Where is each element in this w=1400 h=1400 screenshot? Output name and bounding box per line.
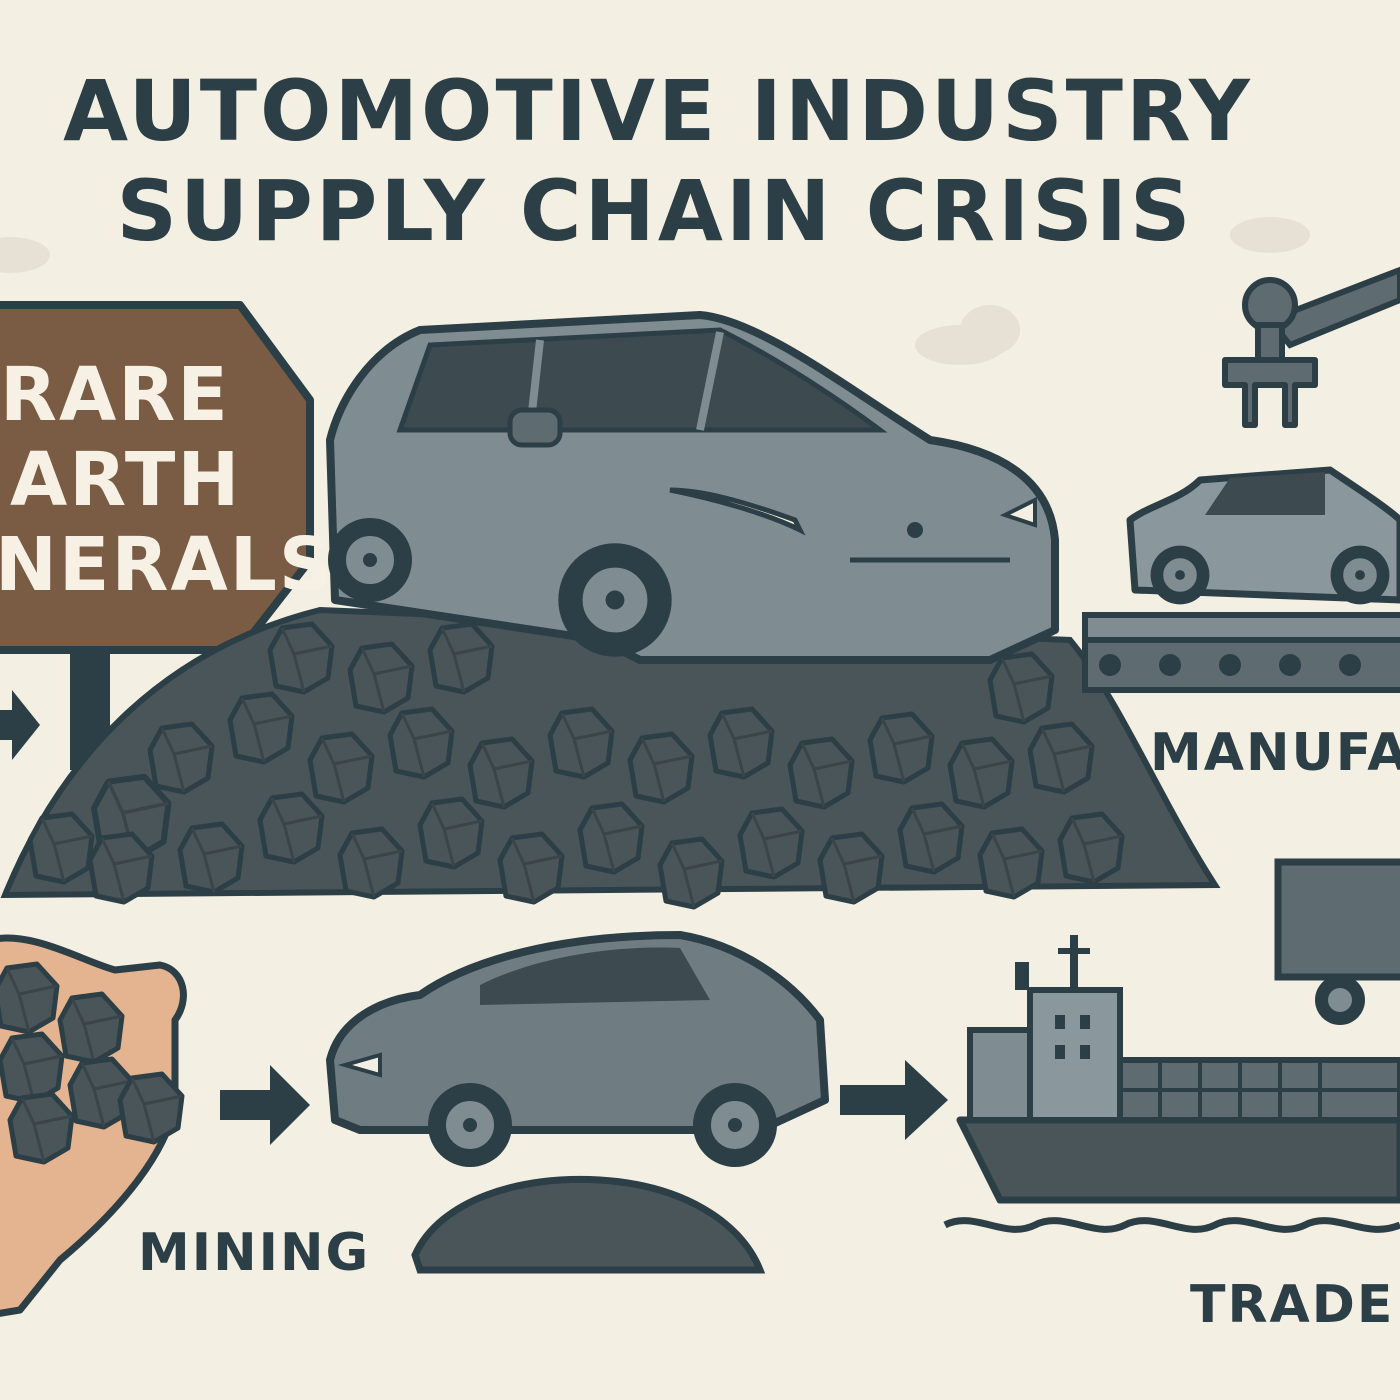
cargo-ship-icon — [943, 935, 1400, 1233]
label-mining: MINING — [138, 1223, 370, 1283]
arrow-right-icon — [840, 1060, 948, 1140]
rock-pile-icon — [411, 1175, 766, 1274]
title-line-2: SUPPLY CHAIN CRISIS — [117, 162, 1194, 260]
label-manufacturing: MANUFAC — [1150, 723, 1400, 783]
arrow-right-icon — [220, 1065, 310, 1145]
title: AUTOMOTIVE INDUSTRY SUPPLY CHAIN CRISIS — [63, 62, 1253, 260]
car-icon — [326, 311, 1059, 664]
car-icon — [326, 931, 829, 1169]
manufacturing-car-icon — [1126, 466, 1400, 606]
clouds — [0, 217, 1310, 365]
truck-icon — [1274, 858, 1400, 1025]
title-line-1: AUTOMOTIVE INDUSTRY — [63, 62, 1253, 160]
rare-earth-sign-icon: RARE ARTH NERALS — [0, 301, 334, 770]
sign-line-1: RARE — [0, 352, 230, 438]
sign-line-3: NERALS — [0, 522, 334, 608]
label-trade: TRADE — [1190, 1275, 1394, 1335]
conveyor-belt-icon — [1082, 612, 1400, 693]
robot-arm-icon — [1222, 266, 1400, 428]
arrow-right-icon — [0, 690, 40, 760]
sign-line-2: ARTH — [10, 437, 241, 523]
rock-pile-icon — [0, 606, 1221, 907]
hand-icon — [0, 934, 187, 1317]
